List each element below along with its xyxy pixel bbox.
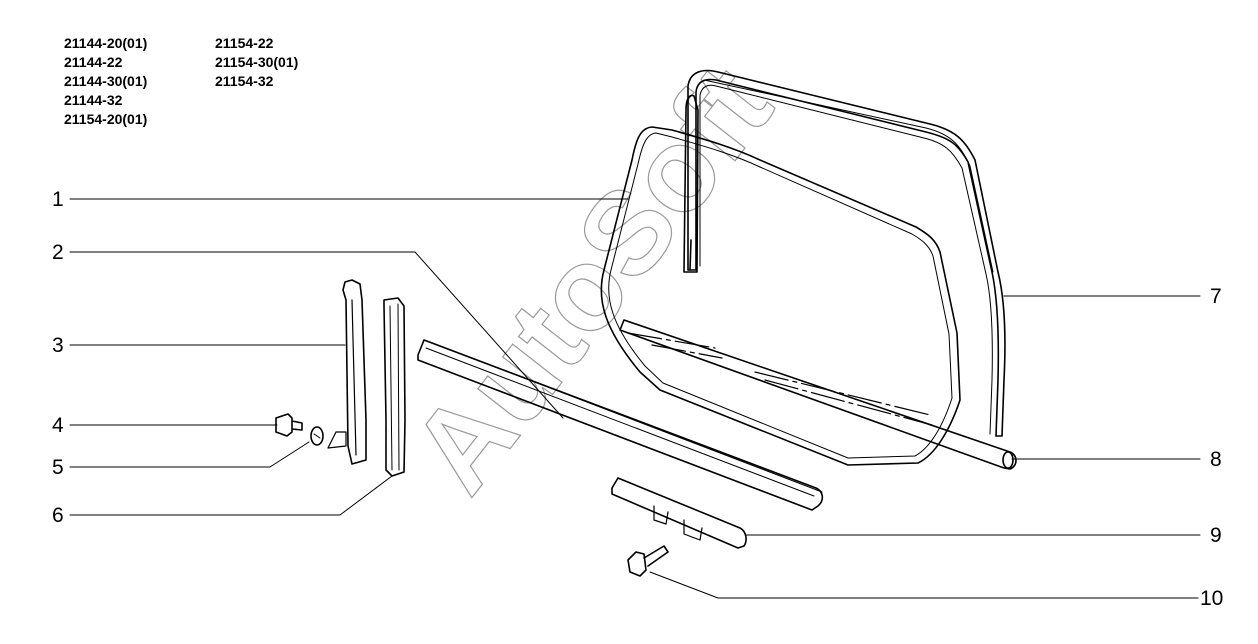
model-code: 21154-20(01) [64,111,148,127]
callout-9: 9 [1210,524,1222,547]
door-glass [600,126,961,466]
division-channel [683,94,699,273]
door-glass-edge [608,132,953,459]
callout-8: 8 [1210,448,1222,471]
callout-3: 3 [52,334,64,357]
washer-hole [313,433,321,439]
outer-belt-moulding-lip [425,341,823,497]
callout-7: 7 [1210,285,1222,308]
leader-line-5 [69,441,310,468]
callout-10: 10 [1200,587,1223,610]
callout-5: 5 [52,456,64,479]
watermark: AutoSoft [386,42,797,516]
model-code: 21144-30(01) [64,73,148,89]
model-codes-column-1: 21144-20(01) 21144-22 21144-30(01) 21144… [64,34,147,129]
glass-holder-tabs [653,505,703,541]
door-frame-seal-inner [699,79,994,435]
glass-reflection [627,332,933,426]
leader-line-10 [649,571,1199,599]
glass-holder-bracket [611,477,747,549]
outer-belt-moulding [417,339,824,511]
leader-line-6 [69,475,393,516]
leader-line-2 [69,251,564,419]
callout-1: 1 [52,188,64,211]
model-codes-column-2: 21154-22 21154-30(01) 21154-32 [215,34,298,91]
callout-4: 4 [52,414,64,437]
window-run-channel-groove [389,303,400,471]
model-code: 21154-32 [215,73,274,89]
model-code: 21154-22 [215,35,274,51]
washer [310,426,324,446]
window-run-channel [383,297,406,477]
model-code: 21154-30(01) [215,54,299,70]
callout-6: 6 [52,504,64,527]
model-code: 21144-32 [64,92,123,108]
rear-guide-channel [342,279,367,465]
model-code: 21144-22 [64,54,123,70]
bolt-large [627,545,669,577]
door-frame-seal [687,69,1006,437]
bolt-small [275,413,303,437]
inner-belt-seal-end [1002,451,1014,469]
model-code: 21144-20(01) [64,35,148,51]
rear-guide-channel-bracket [327,299,357,456]
callout-2: 2 [52,241,64,264]
